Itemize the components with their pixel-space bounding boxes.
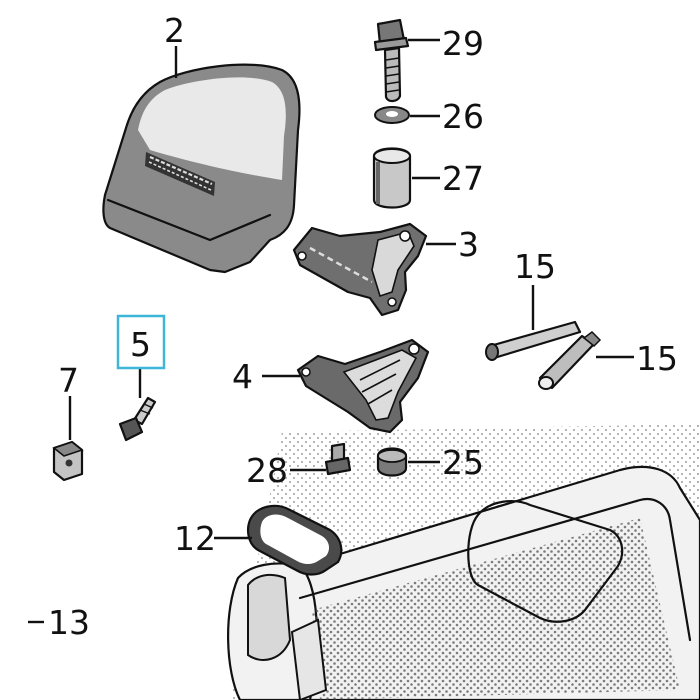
callout-12: 12 — [174, 519, 216, 558]
leader-lines — [28, 38, 634, 624]
callout-13: 13 — [48, 603, 90, 642]
part-3-upper-bracket — [292, 222, 428, 317]
part-15-pin-lower — [538, 331, 602, 390]
part-5-bolt — [118, 396, 157, 442]
callout-29: 29 — [442, 24, 484, 63]
part-29-bolt — [373, 18, 410, 103]
part-15-pin-upper — [485, 320, 582, 361]
callout-28: 28 — [246, 451, 288, 490]
part-7-clip-nut — [52, 440, 84, 482]
callout-15-upper: 15 — [514, 247, 556, 286]
part-2-cover — [102, 63, 301, 274]
part-13-step-deck — [227, 465, 700, 700]
callout-4: 4 — [232, 357, 253, 396]
part-28-small-bolt — [324, 442, 352, 476]
cover-brand-emblem — [145, 152, 215, 196]
callout-5: 5 — [130, 325, 151, 364]
part-4-lower-bracket — [296, 338, 430, 434]
callout-7: 7 — [58, 361, 79, 400]
callout-15-lower: 15 — [636, 339, 678, 378]
part-25-grommet — [376, 447, 408, 477]
callout-25: 25 — [442, 443, 484, 482]
part-26-washer — [374, 106, 410, 124]
part-12-gasket — [247, 504, 343, 576]
callout-2: 2 — [164, 11, 185, 50]
highlight-box — [116, 314, 166, 370]
callout-26: 26 — [442, 97, 484, 136]
callout-27: 27 — [442, 159, 484, 198]
callout-3: 3 — [458, 225, 479, 264]
callout-labels: 2 29 26 27 3 15 15 5 7 4 28 25 12 13 — [48, 11, 678, 642]
part-27-collar — [372, 147, 412, 209]
